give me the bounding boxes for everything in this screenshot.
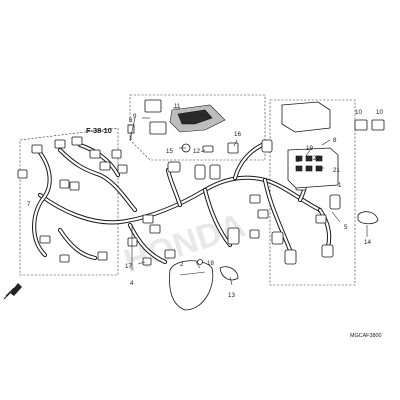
callout-9: 9 — [133, 113, 137, 120]
callout-6: 6 — [129, 117, 133, 124]
leader-lines — [129, 107, 368, 286]
callout-19: 19 — [306, 145, 313, 152]
callout-3: 3 — [296, 157, 300, 164]
ecu-bracket — [169, 104, 226, 133]
main-harness-trunk — [32, 142, 332, 265]
callout-2: 2 — [180, 261, 184, 268]
clip-14 — [357, 211, 379, 225]
callouts: 1 2 3 4 5 6 7 8 9 10 10 11 12 13 14 15 1… — [27, 103, 383, 299]
cover-2 — [169, 260, 214, 311]
clip-17 — [142, 257, 152, 266]
callout-20: 20 — [313, 155, 320, 162]
relays-10 — [354, 119, 385, 131]
callout-16: 16 — [234, 131, 241, 138]
fuse-box — [281, 101, 339, 189]
callout-11: 11 — [174, 103, 181, 110]
harness-connectors — [17, 136, 341, 265]
reference-label: F-38-10 — [86, 126, 112, 135]
callout-15: 15 — [166, 148, 173, 155]
callout-7: 7 — [27, 201, 31, 208]
callout-1: 1 — [338, 182, 342, 189]
callout-8: 8 — [333, 137, 337, 144]
small-parts-center — [181, 142, 239, 154]
callout-18: 18 — [207, 260, 214, 267]
callout-5: 5 — [344, 224, 348, 231]
front-arrow — [3, 283, 22, 300]
callout-21: 21 — [333, 167, 340, 174]
band-13 — [219, 266, 239, 281]
callout-12: 12 — [193, 148, 200, 155]
diagram-code: MGCAF3800 — [350, 333, 381, 339]
callout-14: 14 — [364, 239, 371, 246]
relay-9 — [142, 99, 167, 135]
screw-18 — [197, 259, 203, 265]
callout-10a: 10 — [355, 109, 362, 116]
callout-4: 4 — [130, 280, 134, 287]
callout-13: 13 — [228, 292, 235, 299]
callout-17: 17 — [125, 263, 132, 270]
callout-10b: 10 — [376, 109, 383, 116]
